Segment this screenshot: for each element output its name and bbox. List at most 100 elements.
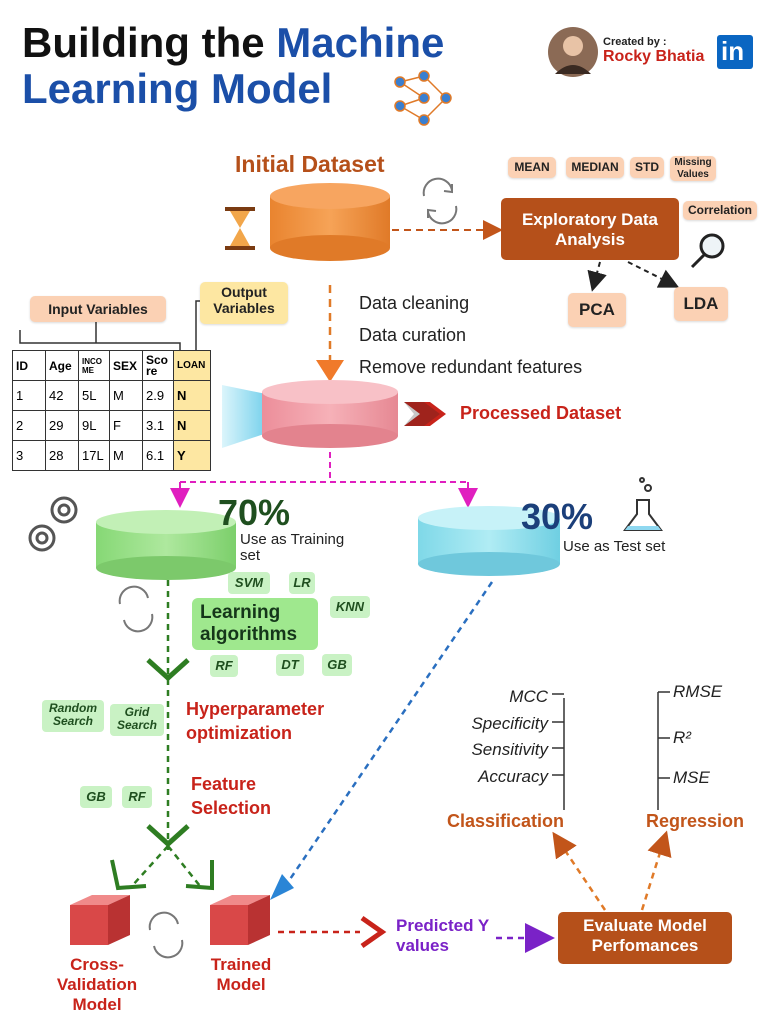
test-cylinder [418, 506, 560, 576]
refresh-icon [422, 177, 458, 225]
table-cell: F [109, 410, 143, 441]
table-cell: 5L [78, 380, 110, 411]
created-by-label: Created by : [603, 36, 667, 48]
random-search-chip: Random Search [42, 700, 104, 732]
magnifier-icon [690, 233, 725, 269]
stat-missing-values: Missing Values [670, 156, 716, 181]
feature-gb-chip: GB [80, 786, 112, 808]
training-percent: 70% [218, 492, 291, 533]
cross-validation-cube [70, 895, 130, 945]
table-cell: 17L [78, 440, 110, 471]
metric-r2: R² [673, 728, 691, 747]
linkedin-icon [717, 35, 753, 69]
trained-model-cube [210, 895, 270, 945]
table-header: Sco re [142, 350, 174, 381]
table-header-row: ID Age INCO ME SEX Sco re LOAN [12, 350, 211, 381]
table-cell: 2.9 [142, 380, 174, 411]
metric-accuracy: Accuracy [478, 766, 548, 786]
step-remove-redundant: Remove redundant features [359, 357, 583, 377]
algo-dt: DT [276, 654, 304, 676]
eda-label: Exploratory Data Analysis [521, 210, 659, 249]
title-line1-highlight: Machine [276, 19, 445, 66]
metric-sensitivity: Sensitivity [471, 740, 548, 759]
cleaning-steps: Data cleaning Data curation Remove redun… [359, 287, 582, 383]
input-variables-label: Input Variables [30, 296, 166, 322]
cross-validation-label: Cross-Validation Model [56, 955, 138, 1014]
metric-mcc: MCC [509, 687, 548, 706]
pca-box: PCA [568, 293, 626, 327]
test-label: Use as Test set [563, 538, 666, 555]
metric-rmse: RMSE [673, 682, 723, 701]
hourglass-icon [225, 207, 255, 250]
refresh-icon [148, 911, 184, 959]
eda-box [501, 198, 679, 260]
table-cell: Y [173, 440, 211, 471]
table-header: SEX [109, 350, 143, 381]
table-cell: N [173, 380, 211, 411]
title-line2: Learning Model [22, 65, 333, 112]
table-header: Age [45, 350, 79, 381]
feature-selection-label: Feature Selection [191, 774, 272, 818]
table-cell: 29 [45, 410, 79, 441]
algo-gb: GB [322, 654, 352, 676]
algo-knn: KNN [330, 596, 370, 618]
table-cell: N [173, 410, 211, 441]
table-cell: M [109, 380, 143, 411]
page-title: Building the Machine Learning Model [22, 20, 444, 112]
predicted-label: Predicted Y values [396, 916, 489, 955]
table-header: LOAN [173, 350, 211, 381]
table-cell: 9L [78, 410, 110, 441]
metric-mse: MSE [673, 768, 710, 787]
evaluate-label: Evaluate Model Perfomances [583, 916, 707, 955]
table-header: INCO ME [78, 350, 110, 381]
feature-rf-chip: RF [122, 786, 152, 808]
step-data-cleaning: Data cleaning [359, 293, 470, 313]
table-cell: 1 [12, 380, 46, 411]
processed-dataset-label: Processed Dataset [460, 403, 622, 423]
algo-lr: LR [289, 572, 315, 594]
stat-std: STD [630, 157, 664, 178]
flask-icon [623, 477, 663, 531]
table-cell: M [109, 440, 143, 471]
chevron-icon [404, 402, 446, 426]
hyperparameter-label: Hyperparameter optimization [186, 699, 325, 743]
classification-metrics: MCC Specificity Sensitivity Accuracy [430, 684, 548, 790]
avatar [548, 27, 598, 77]
initial-dataset-cylinder [270, 183, 390, 261]
refresh-icon [118, 585, 154, 633]
table-header: ID [12, 350, 46, 381]
neural-network-icon [394, 70, 452, 126]
table-cell: 3.1 [142, 410, 174, 441]
regression-label: Regression [646, 811, 745, 831]
processed-dataset-cylinder [262, 380, 398, 448]
training-cylinder [96, 510, 236, 580]
stat-mean: MEAN [508, 157, 556, 178]
training-label: Use as Training set [240, 531, 345, 564]
output-variables-label: Output Variables [200, 282, 288, 324]
stat-median: MEDIAN [566, 157, 624, 178]
metric-specificity: Specificity [471, 713, 548, 733]
table-cell: 28 [45, 440, 79, 471]
table-cell: 2 [12, 410, 46, 441]
grid-search-chip: Grid Search [110, 704, 164, 736]
title-line1: Building the [22, 19, 277, 66]
evaluate-box [558, 912, 732, 964]
lda-box: LDA [674, 287, 728, 321]
table-cell: 3 [12, 440, 46, 471]
step-data-curation: Data curation [359, 325, 467, 345]
table-cell: 42 [45, 380, 79, 411]
linkedin-label[interactable]: in [721, 36, 745, 66]
trained-model-label: Trained Model [210, 955, 272, 994]
stat-correlation: Correlation [683, 201, 757, 220]
test-percent: 30% [521, 496, 594, 537]
classification-label: Classification [447, 811, 565, 831]
table-cell: 6.1 [142, 440, 174, 471]
initial-dataset-label: Initial Dataset [235, 151, 385, 177]
algo-svm: SVM [228, 572, 270, 594]
author-name: Rocky Bhatia [603, 48, 705, 65]
